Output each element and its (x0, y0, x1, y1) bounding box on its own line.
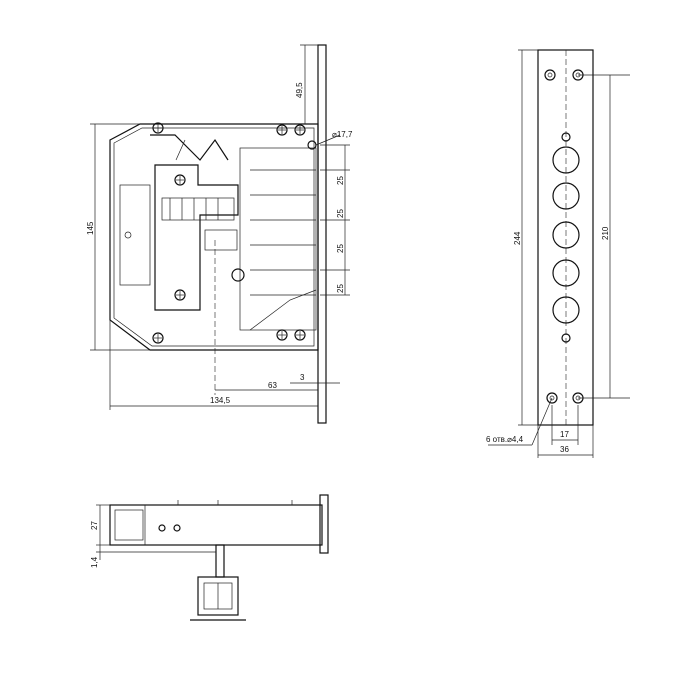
screw-icon (152, 122, 164, 134)
dim-25-b: 25 (336, 209, 345, 218)
screw-icon (174, 289, 186, 301)
dim-63: 63 (268, 381, 277, 390)
lock-side-view (109, 494, 329, 621)
screw-icon (294, 329, 306, 341)
dim-holes-callout: 6 отв.⌀4,4 (486, 435, 524, 444)
dim-49-5: 49,5 (295, 82, 304, 98)
dim-27: 27 (90, 521, 99, 530)
side-dimensions: 27 1,4 (90, 504, 216, 568)
screw-icon (276, 329, 288, 341)
dim-25-d: 25 (336, 284, 345, 293)
dim-25-a: 25 (336, 176, 345, 185)
screw-icon (174, 174, 186, 186)
dim-17: 17 (560, 430, 569, 439)
dim-25-c: 25 (336, 244, 345, 253)
faceplate-view (537, 49, 594, 426)
screw-icon (152, 332, 164, 344)
dim-145: 145 (86, 221, 95, 235)
front-dimensions: 49,5 ⌀17,7 25 25 25 25 145 63 3 134,5 (86, 44, 353, 410)
dim-210: 210 (601, 226, 610, 240)
dim-134-5: 134,5 (210, 396, 231, 405)
dim-1-4: 1,4 (90, 556, 99, 568)
dim-244: 244 (513, 231, 522, 245)
screw-icon (294, 124, 306, 136)
faceplate-dimensions: 244 210 17 36 6 отв.⌀4,4 (486, 49, 630, 458)
lock-body-front-view (109, 44, 327, 424)
screw-icon (276, 124, 288, 136)
dim-36: 36 (560, 445, 569, 454)
dim-diameter-17-7: ⌀17,7 (332, 130, 353, 139)
dim-3: 3 (300, 373, 305, 382)
